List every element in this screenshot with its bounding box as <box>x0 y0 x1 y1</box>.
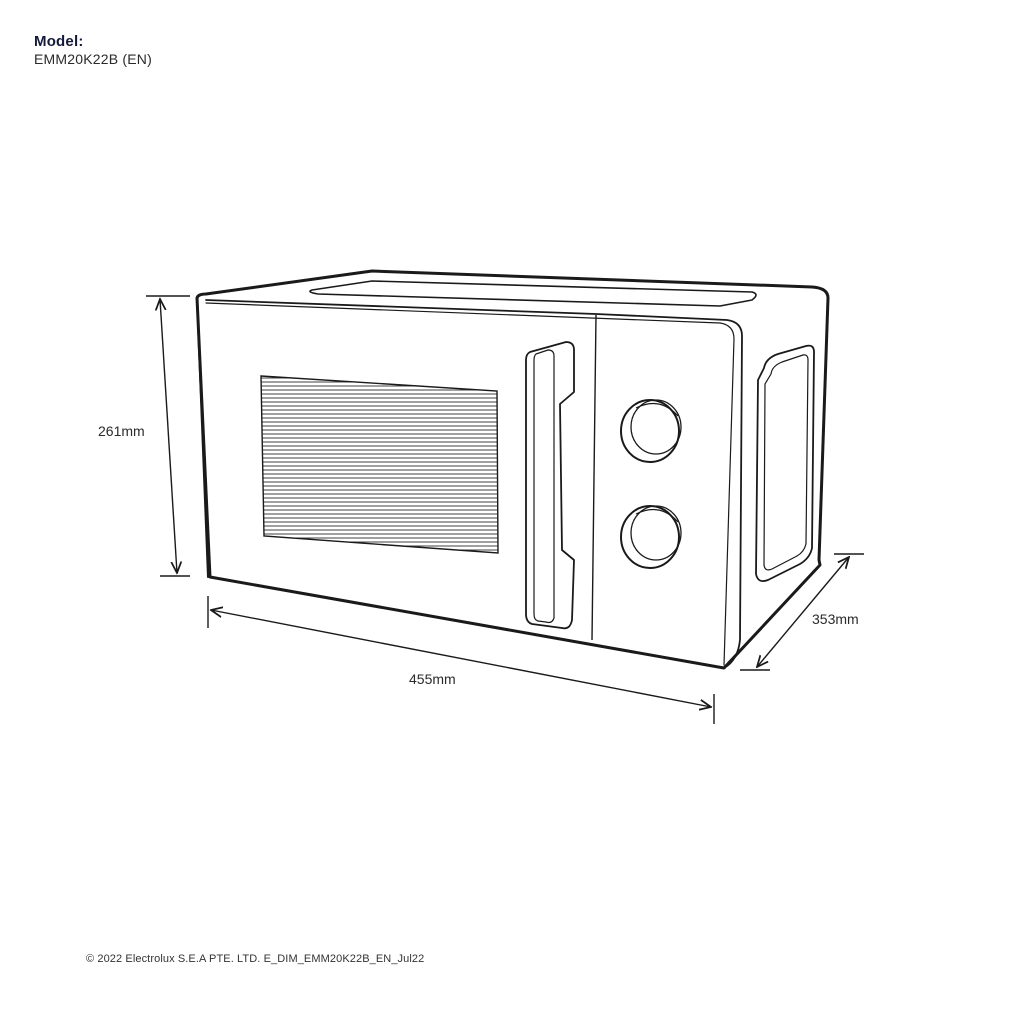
power-knob <box>620 505 682 569</box>
front-right-edge <box>205 299 743 669</box>
model-number: EMM20K22B (EN) <box>34 51 152 67</box>
control-panel-divider <box>591 314 597 641</box>
depth-dimension <box>740 553 864 671</box>
side-vent <box>755 344 815 583</box>
door-window <box>260 375 499 554</box>
model-heading: Model: <box>34 33 84 50</box>
timer-knob <box>620 399 682 463</box>
copyright-footer: © 2022 Electrolux S.E.A PTE. LTD. E_DIM_… <box>86 953 425 965</box>
front-inner-edge <box>205 302 735 666</box>
width-dimension <box>207 596 715 724</box>
front-top-edge <box>196 297 209 578</box>
depth-label: 353mm <box>812 611 859 627</box>
body-outline <box>195 269 830 670</box>
height-label: 261mm <box>98 423 145 439</box>
window-glass <box>260 375 499 554</box>
top-vent-panel <box>309 280 757 307</box>
microwave-body <box>195 269 830 670</box>
door-handle <box>525 341 575 630</box>
side-vent-inner <box>763 354 809 571</box>
width-label: 455mm <box>409 671 456 687</box>
height-dimension <box>146 295 190 577</box>
handle-outer <box>525 341 575 630</box>
handle-inner <box>533 349 555 624</box>
